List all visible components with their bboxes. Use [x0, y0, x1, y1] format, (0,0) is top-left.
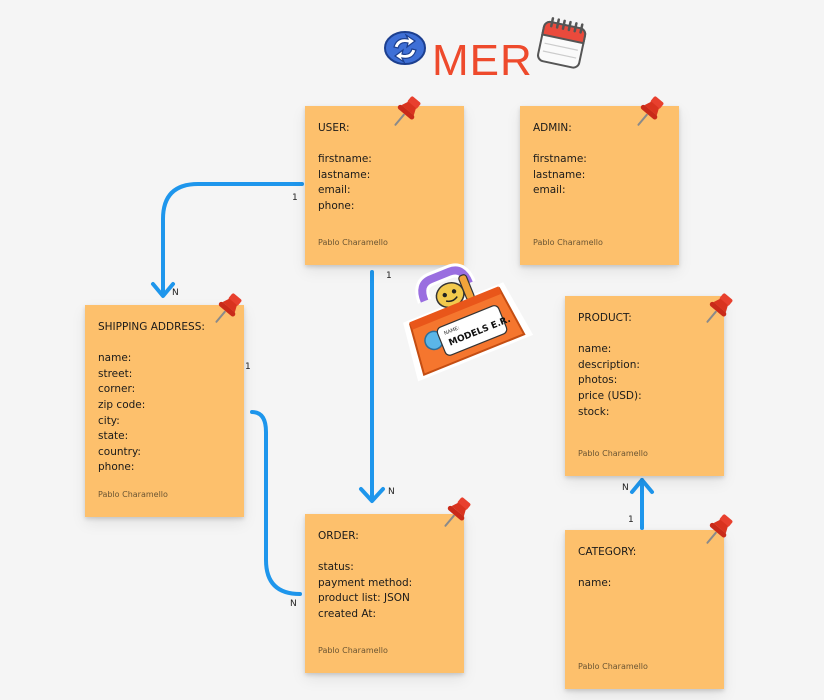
cardinality-user-order-to: N: [388, 487, 395, 497]
note-author: Pablo Charamello: [318, 646, 388, 656]
cardinality-user-shipping-from: 1: [292, 193, 298, 203]
user-shipping-arrowhead: [151, 282, 175, 298]
entity-shipping-address-field: corner:: [98, 383, 136, 396]
entity-shipping-address-field: street:: [98, 367, 133, 380]
entity-category-note[interactable]: CATEGORY: name: Pablo Charamello: [565, 530, 724, 689]
entity-product-title: PRODUCT:: [578, 312, 632, 324]
note-author: Pablo Charamello: [578, 662, 648, 672]
entity-user-field: email:: [318, 184, 351, 197]
entity-order-field: status:: [318, 561, 354, 574]
entity-product-field: stock:: [578, 405, 610, 418]
sync-icon: [384, 31, 426, 65]
entity-shipping-address-field: city:: [98, 414, 120, 427]
user-shipping-connector: [161, 182, 304, 296]
entity-category-title: CATEGORY:: [578, 546, 637, 558]
entity-shipping-address-field: country:: [98, 445, 141, 458]
note-author: Pablo Charamello: [318, 238, 388, 248]
entity-shipping-address-field: name:: [98, 352, 132, 365]
diagram-title: MER: [432, 36, 533, 85]
cardinality-category-product-to: N: [622, 483, 629, 493]
entity-admin-field: lastname:: [533, 168, 586, 181]
pushpin-icon: [706, 293, 733, 323]
entity-user-field: firstname:: [318, 153, 372, 166]
cardinality-user-shipping-to: N: [172, 288, 179, 298]
pushpin-icon: [706, 514, 733, 544]
entity-shipping-address-field: zip code:: [98, 398, 146, 411]
note-author: Pablo Charamello: [533, 238, 603, 248]
cardinality-category-product-from: 1: [628, 515, 634, 525]
cardinality-shipping-order-to: N: [290, 599, 297, 609]
entity-admin-field: email:: [533, 184, 566, 197]
entity-user-field: phone:: [318, 199, 355, 212]
cardinality-shipping-order-from: 1: [245, 362, 251, 372]
calendar-icon: [537, 17, 587, 69]
entity-product-field: name:: [578, 343, 612, 356]
entity-product-field: description:: [578, 358, 640, 371]
entity-shipping-address-note[interactable]: SHIPPING ADDRESS: name: street: corner: …: [85, 305, 244, 517]
entity-shipping-address-title: SHIPPING ADDRESS:: [98, 321, 205, 333]
pushpin-icon: [394, 96, 421, 126]
sticker-tag-label: NAME:: [443, 325, 461, 337]
entity-admin-field: firstname:: [533, 153, 587, 166]
category-product-arrowhead: [630, 478, 654, 494]
entity-shipping-address-field: state:: [98, 430, 129, 443]
entity-order-field: created At:: [318, 607, 376, 620]
entity-product-field: photos:: [578, 374, 618, 387]
pushpin-icon: [444, 497, 471, 527]
entity-shipping-address-field: phone:: [98, 461, 135, 474]
entity-user-title: USER:: [318, 122, 350, 134]
entity-order-field: payment method:: [318, 576, 413, 589]
entity-user-field: lastname:: [318, 168, 371, 181]
note-author: Pablo Charamello: [98, 490, 168, 500]
note-author: Pablo Charamello: [578, 449, 648, 459]
cardinality-user-order-from: 1: [386, 271, 392, 281]
entity-user-note[interactable]: USER: firstname: lastname: email: phone:…: [305, 106, 464, 265]
entity-admin-note[interactable]: ADMIN: firstname: lastname: email: Pablo…: [520, 106, 679, 265]
pushpin-icon: [637, 96, 664, 126]
toolbox-sticker[interactable]: NAME: MODELS E.R.: [390, 258, 538, 384]
entity-order-title: ORDER:: [318, 530, 359, 542]
pushpin-icon: [215, 293, 242, 323]
entity-order-note[interactable]: ORDER: status: payment method: product l…: [305, 514, 464, 673]
entity-category-field: name:: [578, 577, 612, 590]
shipping-order-connector: [250, 410, 302, 596]
entity-admin-title: ADMIN:: [533, 122, 572, 134]
entity-product-field: price (USD):: [578, 389, 642, 402]
entity-product-note[interactable]: PRODUCT: name: description: photos: pric…: [565, 296, 724, 476]
entity-order-field: product list: JSON: [318, 592, 410, 605]
user-order-arrowhead: [359, 487, 385, 503]
